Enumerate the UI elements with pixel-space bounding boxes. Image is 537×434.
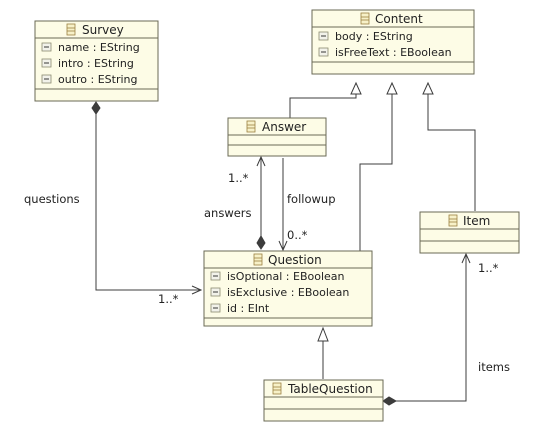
composition-diamond <box>256 234 266 250</box>
attribute: isExclusive : EBoolean <box>227 286 349 299</box>
composition-diamond <box>91 101 101 115</box>
eclass-icon <box>360 12 370 25</box>
inheritance-arrow <box>422 81 434 95</box>
attribute: id : EInt <box>227 302 270 315</box>
class-answer[interactable]: Answer <box>227 117 327 157</box>
label-followup-multiplicity: 0..* <box>287 228 308 242</box>
edge-tablequestion-question[interactable] <box>317 326 329 379</box>
composition-diamond <box>382 396 398 406</box>
class-question[interactable]: Question isOptional : EBoolean isExclusi… <box>203 250 373 327</box>
inheritance-arrow <box>350 81 362 95</box>
class-name: Answer <box>262 120 306 134</box>
label-followup-role: followup <box>287 192 336 206</box>
eclass-icon <box>246 120 256 133</box>
arrow-head <box>278 240 288 252</box>
arrow-head <box>256 155 266 167</box>
eattribute-icon <box>318 31 329 41</box>
edge-question-content[interactable] <box>359 81 398 251</box>
class-survey[interactable]: Survey name : EString intro : EString ou… <box>34 20 159 102</box>
label-answers-multiplicity: 1..* <box>228 171 249 185</box>
attribute: isOptional : EBoolean <box>227 270 345 283</box>
class-name: Survey <box>82 23 124 37</box>
eattribute-icon <box>210 271 221 281</box>
edge-tablequestion-items[interactable] <box>382 252 471 406</box>
label-answers-role: answers <box>204 206 252 220</box>
class-name: Item <box>463 214 490 228</box>
eattribute-icon <box>210 287 221 297</box>
eclass-icon <box>66 23 76 36</box>
class-tablequestion[interactable]: TableQuestion <box>263 379 384 422</box>
eclass-icon <box>448 214 458 227</box>
arrow-head <box>191 285 203 295</box>
label-items-multiplicity: 1..* <box>478 261 499 275</box>
eattribute-icon <box>41 74 52 84</box>
class-name: Question <box>268 253 322 267</box>
label-questions-multiplicity: 1..* <box>158 292 179 306</box>
class-content[interactable]: Content body : EString isFreeText : EBoo… <box>311 9 475 75</box>
eattribute-icon <box>41 42 52 52</box>
attribute: body : EString <box>335 30 413 43</box>
attribute: intro : EString <box>58 57 134 70</box>
attribute: name : EString <box>58 41 140 54</box>
arrow-head <box>461 252 471 264</box>
edge-item-content[interactable] <box>422 81 476 211</box>
inheritance-arrow <box>386 81 398 95</box>
eclass-icon <box>253 253 263 266</box>
edge-answer-followup[interactable] <box>278 158 288 252</box>
eattribute-icon <box>318 47 329 57</box>
eattribute-icon <box>41 58 52 68</box>
edge-question-answers[interactable] <box>256 155 266 250</box>
inheritance-arrow <box>317 326 329 342</box>
label-questions-role: questions <box>24 192 80 206</box>
edge-answer-content[interactable] <box>289 81 362 118</box>
attribute: isFreeText : EBoolean <box>335 46 452 59</box>
class-name: TableQuestion <box>287 382 373 396</box>
edge-survey-questions[interactable] <box>91 101 203 295</box>
attribute: outro : EString <box>58 73 138 86</box>
class-name: Content <box>375 12 423 26</box>
label-items-role: items <box>478 360 510 374</box>
eattribute-icon <box>210 303 221 313</box>
eclass-icon <box>272 382 282 395</box>
class-item[interactable]: Item <box>419 211 520 254</box>
